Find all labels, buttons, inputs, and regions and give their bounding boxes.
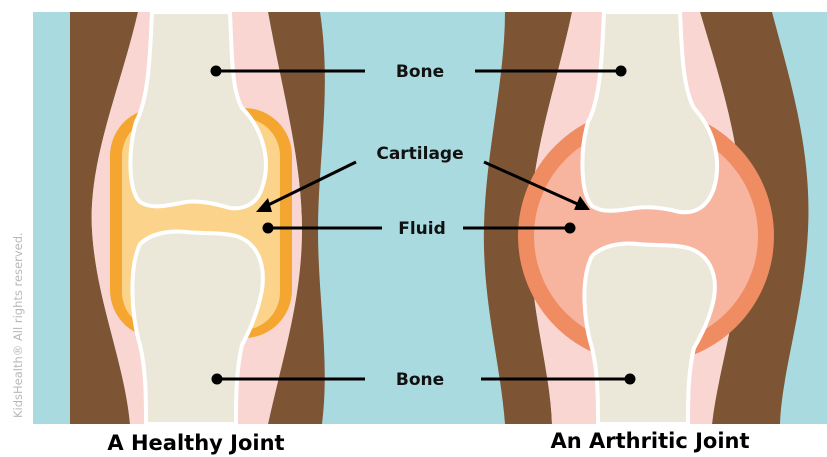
bone-top-dot-left: [212, 67, 220, 75]
bone-bottom-dot-left: [213, 375, 221, 383]
label-fluid: Fluid: [398, 219, 446, 239]
label-cartilage: Cartilage: [376, 144, 463, 164]
arthritic-joint: [484, 12, 809, 424]
copyright-text: KidsHealth® All rights reserved.: [11, 232, 25, 418]
caption-healthy-joint: A Healthy Joint: [107, 431, 284, 455]
label-bone-top: Bone: [396, 62, 444, 82]
fluid-dot-right: [566, 224, 574, 232]
fluid-dot-left: [264, 224, 272, 232]
label-bone-bottom: Bone: [396, 370, 444, 390]
healthy-joint: [70, 12, 325, 424]
bone-bottom-dot-right: [626, 375, 634, 383]
caption-arthritic-joint: An Arthritic Joint: [550, 429, 749, 453]
bone-top-dot-right: [617, 67, 625, 75]
